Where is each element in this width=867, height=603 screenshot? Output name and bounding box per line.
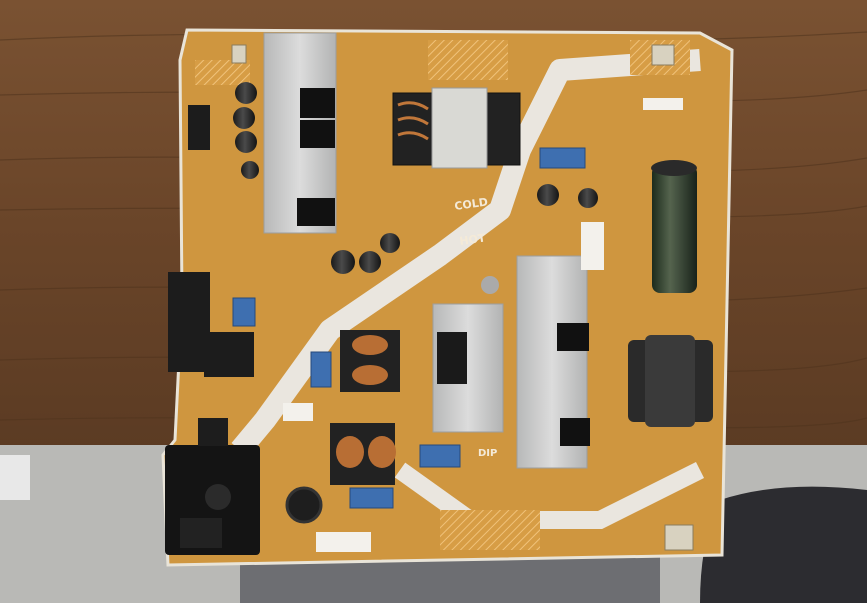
- isolation-track: [231, 49, 701, 458]
- hatch-zone-top: [428, 40, 508, 80]
- connectors-left: [168, 105, 254, 377]
- dark-cloth: [700, 486, 867, 603]
- heatsink-primary: [263, 32, 337, 234]
- pfc-inductor: [628, 335, 713, 427]
- stickers: [283, 98, 683, 552]
- hatch-zone-left: [195, 60, 250, 85]
- mounting-pads: [231, 44, 694, 551]
- cold-label: COLD: [454, 195, 489, 213]
- hatch-zone-bottom: [440, 510, 540, 550]
- dip-label: DIP: [478, 448, 497, 459]
- capacitor-cluster-mid: [331, 184, 598, 294]
- toroid-inductor: [285, 486, 323, 524]
- film-capacitors: [232, 147, 586, 509]
- transformer-main: [392, 87, 521, 169]
- bulk-capacitor: [651, 160, 697, 293]
- ac-inlet: [165, 418, 260, 555]
- capacitor-cluster-left: [233, 82, 259, 179]
- heatsink-secondary: [432, 255, 590, 469]
- hot-label: HOT: [459, 231, 487, 248]
- common-mode-chokes: [330, 330, 400, 485]
- white-object-left: [0, 455, 30, 500]
